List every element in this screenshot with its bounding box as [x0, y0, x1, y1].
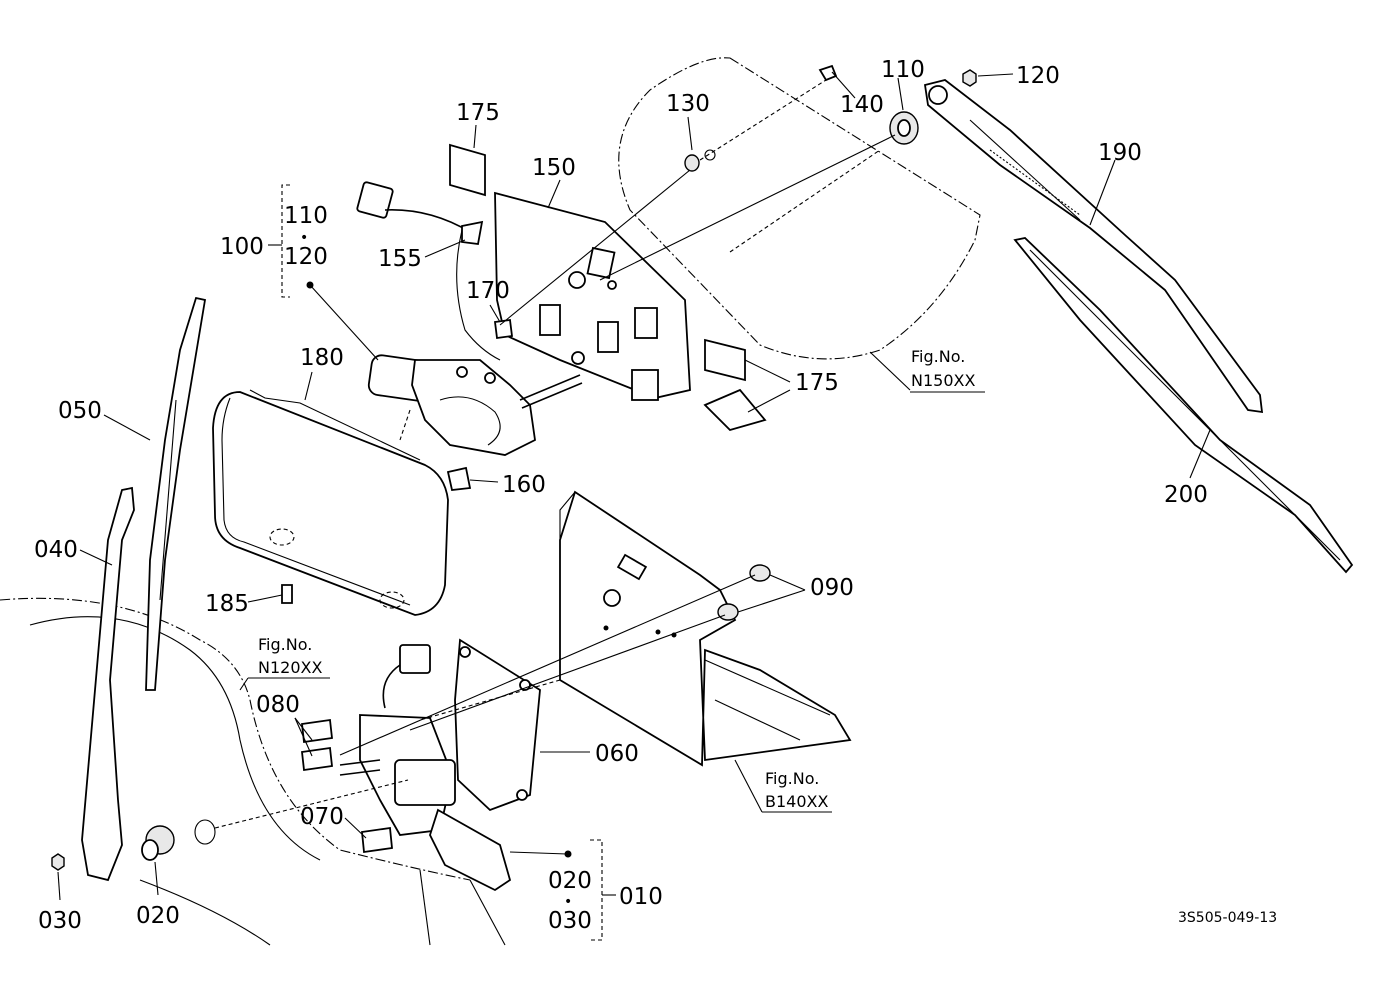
- mounting-panel: [559, 490, 852, 767]
- label-plates-175: [449, 143, 767, 432]
- upper-wiper-motor: [367, 229, 583, 456]
- lower-wiper-arm-and-blade: [81, 296, 207, 882]
- label-160: 160: [502, 472, 546, 498]
- lower-wiper-motor: [339, 638, 541, 892]
- upper-bracket-plate: [494, 191, 691, 401]
- label-175-top: 175: [456, 100, 500, 126]
- pivot-hardware: [51, 64, 977, 871]
- fig-n120-code: N120XX: [258, 658, 322, 677]
- label-110-top: 110: [881, 57, 925, 83]
- group-010-marker: [564, 850, 572, 858]
- upper-wiper-arm-and-blade: [923, 79, 1354, 574]
- callout-leaders: [57, 71, 1211, 901]
- label-130: 130: [666, 91, 710, 117]
- label-070: 070: [300, 804, 344, 830]
- label-090: 090: [810, 575, 854, 601]
- label-120-group: 120: [284, 244, 328, 270]
- label-bullet-lower: •: [564, 894, 572, 910]
- label-030: 030: [38, 908, 82, 934]
- label-080: 080: [256, 692, 300, 718]
- label-200: 200: [1164, 482, 1208, 508]
- label-020-group: 020: [548, 868, 592, 894]
- label-050: 050: [58, 398, 102, 424]
- label-150: 150: [532, 155, 576, 181]
- fig-n150-title: Fig.No.: [911, 347, 965, 366]
- label-120-top: 120: [1016, 63, 1060, 89]
- drawing-code: 3S505-049-13: [1178, 910, 1277, 926]
- group-100-marker: [306, 281, 314, 289]
- label-030-group: 030: [548, 908, 592, 934]
- fig-n120-title: Fig.No.: [258, 635, 312, 654]
- fig-b140-code: B140XX: [765, 792, 828, 811]
- label-155: 155: [378, 246, 422, 272]
- upper-connector: [356, 181, 484, 245]
- label-170: 170: [466, 278, 510, 304]
- fig-b140-title: Fig.No.: [765, 769, 819, 788]
- label-100: 100: [220, 234, 264, 260]
- motor-cover: [212, 389, 449, 616]
- label-175-right: 175: [795, 370, 839, 396]
- label-185: 185: [205, 591, 249, 617]
- label-180: 180: [300, 345, 344, 371]
- reference-outlines: [0, 57, 981, 946]
- part-labels: 120 110 140 130 175 150 190 110 • 120 10…: [34, 57, 1208, 934]
- label-140: 140: [840, 92, 884, 118]
- label-010: 010: [619, 884, 663, 910]
- leader-lines: [214, 79, 896, 829]
- label-110-group: 110: [284, 203, 328, 229]
- fig-n150-code: N150XX: [911, 371, 975, 390]
- label-060: 060: [595, 741, 639, 767]
- label-040: 040: [34, 537, 78, 563]
- label-190: 190: [1098, 140, 1142, 166]
- label-020: 020: [136, 903, 180, 929]
- label-bullet-upper: •: [300, 230, 308, 246]
- group-brackets: [268, 184, 616, 941]
- figure-references: Fig.No. N150XX Fig.No. N120XX Fig.No. B1…: [258, 347, 975, 811]
